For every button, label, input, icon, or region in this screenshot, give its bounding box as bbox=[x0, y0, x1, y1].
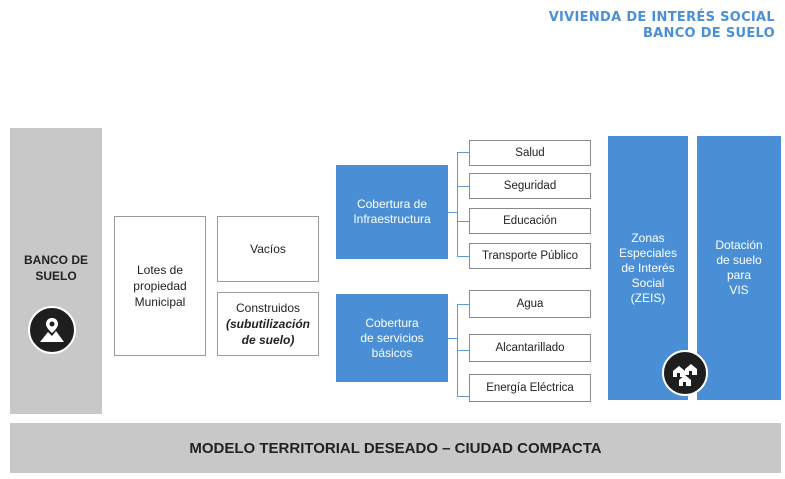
vacios-box: Vacíos bbox=[217, 216, 319, 282]
bank-column bbox=[10, 128, 102, 414]
construidos-box: Construidos (subutilización de suelo) bbox=[217, 292, 319, 356]
servicios-item-label: Agua bbox=[516, 298, 544, 310]
servicios-tick-1 bbox=[457, 304, 469, 305]
servicios-item-label: Alcantarillado bbox=[495, 342, 565, 354]
dotacion-box: Dotación de suelo para VIS bbox=[697, 136, 781, 400]
zeis-line3: de Interés bbox=[621, 260, 675, 275]
infra-item-label: Educación bbox=[503, 215, 557, 227]
lotes-line1: Lotes de bbox=[136, 263, 184, 277]
infra-item-transporte: Transporte Público bbox=[469, 243, 591, 269]
bank-title-line1: BANCO DE bbox=[23, 253, 88, 267]
infra-item-seguridad: Seguridad bbox=[469, 173, 591, 199]
servicios-item-energia: Energía Eléctrica bbox=[469, 374, 591, 402]
dotacion-line4: VIS bbox=[729, 283, 749, 297]
map-pin-mountain-icon bbox=[28, 306, 76, 354]
infra-item-salud: Salud bbox=[469, 140, 591, 166]
servicios-item-alcantarillado: Alcantarillado bbox=[469, 334, 591, 362]
infra-tick-3 bbox=[457, 221, 469, 222]
infra-item-educacion: Educación bbox=[469, 208, 591, 234]
construidos-line3: de suelo) bbox=[241, 333, 295, 347]
zeis-line2: Especiales bbox=[618, 245, 678, 260]
zeis-line1: Zonas bbox=[631, 230, 665, 245]
infra-tick-1 bbox=[457, 152, 469, 153]
infra-tick-2 bbox=[457, 186, 469, 187]
servicios-line2: de servicios bbox=[360, 330, 424, 345]
infra-item-label: Salud bbox=[515, 147, 545, 159]
servicios-item-label: Energía Eléctrica bbox=[486, 382, 574, 394]
dotacion-line1: Dotación bbox=[715, 238, 763, 252]
construidos-line2: (subutilización bbox=[226, 317, 310, 331]
header-line2: BANCO DE SUELO bbox=[642, 26, 775, 41]
header: VIVIENDA DE INTERÉS SOCIAL BANCO DE SUEL… bbox=[549, 10, 775, 42]
infra-item-label: Seguridad bbox=[503, 180, 557, 192]
infra-box: Cobertura de Infraestructura bbox=[336, 165, 448, 259]
lotes-box: Lotes de propiedad Municipal bbox=[114, 216, 206, 356]
servicios-line1: Cobertura bbox=[365, 315, 419, 330]
bank-title-line2: SUELO bbox=[35, 269, 77, 283]
bank-title: BANCO DE SUELO bbox=[10, 252, 102, 284]
infra-bracket bbox=[457, 152, 458, 256]
infra-tick-4 bbox=[457, 256, 469, 257]
zeis-line5: (ZEIS) bbox=[630, 290, 666, 305]
infra-connector bbox=[448, 212, 457, 213]
servicios-line3: básicos bbox=[371, 345, 413, 360]
infra-item-label: Transporte Público bbox=[481, 250, 579, 262]
dotacion-line2: de suelo bbox=[716, 253, 762, 267]
servicios-tick-2 bbox=[457, 350, 469, 351]
servicios-tick-3 bbox=[457, 396, 469, 397]
servicios-item-agua: Agua bbox=[469, 290, 591, 318]
servicios-connector bbox=[448, 338, 457, 339]
footer-banner: MODELO TERRITORIAL DESEADO – CIUDAD COMP… bbox=[10, 423, 781, 473]
construidos-line1: Construidos bbox=[235, 301, 301, 315]
houses-icon bbox=[662, 350, 708, 396]
dotacion-line3: para bbox=[726, 268, 752, 282]
header-line1: VIVIENDA DE INTERÉS SOCIAL bbox=[548, 10, 775, 25]
lotes-line2: propiedad bbox=[133, 279, 187, 293]
infra-line1: Cobertura de bbox=[356, 197, 428, 211]
vacios-label: Vacíos bbox=[250, 242, 286, 256]
footer-label: MODELO TERRITORIAL DESEADO – CIUDAD COMP… bbox=[189, 439, 602, 457]
zeis-line4: Social bbox=[631, 275, 665, 290]
lotes-line3: Municipal bbox=[134, 295, 186, 309]
servicios-box: Cobertura de servicios básicos bbox=[336, 294, 448, 382]
infra-line2: Infraestructura bbox=[353, 212, 431, 226]
